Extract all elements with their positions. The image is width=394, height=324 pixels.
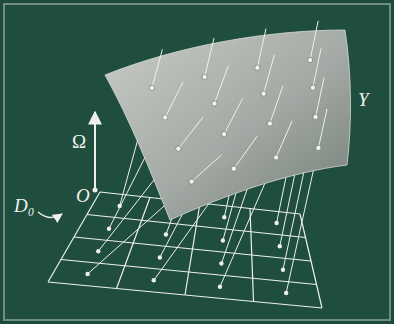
grid-point	[222, 215, 226, 219]
grid-point	[274, 221, 278, 225]
grid-line	[250, 209, 254, 302]
origin-point	[93, 188, 98, 193]
grid-point	[281, 267, 285, 271]
surface-point	[267, 121, 272, 126]
surface-point	[310, 85, 315, 90]
surface-point	[274, 155, 279, 160]
projection-lines	[149, 21, 327, 184]
grid-line	[74, 237, 311, 261]
surface-point	[255, 65, 260, 70]
projection-line	[310, 21, 318, 60]
projection-line	[214, 66, 228, 104]
projection-line	[264, 55, 275, 94]
projection-line	[205, 38, 214, 77]
projection-line	[234, 136, 257, 169]
surface-point	[261, 91, 266, 96]
grid-point	[284, 291, 288, 295]
projection-line	[152, 49, 163, 88]
grid-point	[221, 238, 225, 242]
grid-point	[278, 244, 282, 248]
grid-point	[218, 284, 222, 288]
grid-point	[152, 278, 156, 282]
domain-label: D₀	[14, 196, 34, 215]
surface-point	[313, 114, 318, 119]
leader-arrow	[38, 212, 62, 218]
projection-line	[178, 117, 203, 149]
projection-line	[276, 121, 292, 158]
surface-point	[231, 166, 236, 171]
omega-label: Ω	[72, 132, 86, 151]
projection-line	[316, 78, 324, 117]
grid-point	[85, 272, 89, 276]
projection-line	[318, 109, 327, 148]
surface-point	[308, 57, 313, 62]
surface	[105, 30, 351, 220]
projection-line	[257, 29, 266, 68]
grid-point	[219, 261, 223, 265]
surface-point	[212, 101, 217, 106]
grid-point	[96, 249, 100, 253]
surface-point	[202, 74, 207, 79]
surface-point	[176, 146, 181, 151]
omega-arrow	[94, 112, 96, 188]
surface-point	[149, 85, 154, 90]
projection-line	[192, 155, 222, 182]
projection-line	[224, 99, 242, 134]
surface-point	[316, 145, 321, 150]
grid-point	[158, 255, 162, 259]
projection-line	[270, 86, 283, 124]
surface-point	[189, 179, 194, 184]
grid-line	[300, 214, 322, 308]
projection-line	[165, 82, 183, 118]
surface-label: Y	[358, 90, 369, 109]
grid-point	[107, 226, 111, 230]
surface-point	[163, 115, 168, 120]
board-frame	[4, 4, 390, 320]
grid-line	[48, 282, 322, 308]
origin-label: O	[76, 186, 90, 205]
projection-line	[313, 48, 321, 87]
surface-point	[222, 131, 227, 136]
grid-point	[164, 232, 168, 236]
